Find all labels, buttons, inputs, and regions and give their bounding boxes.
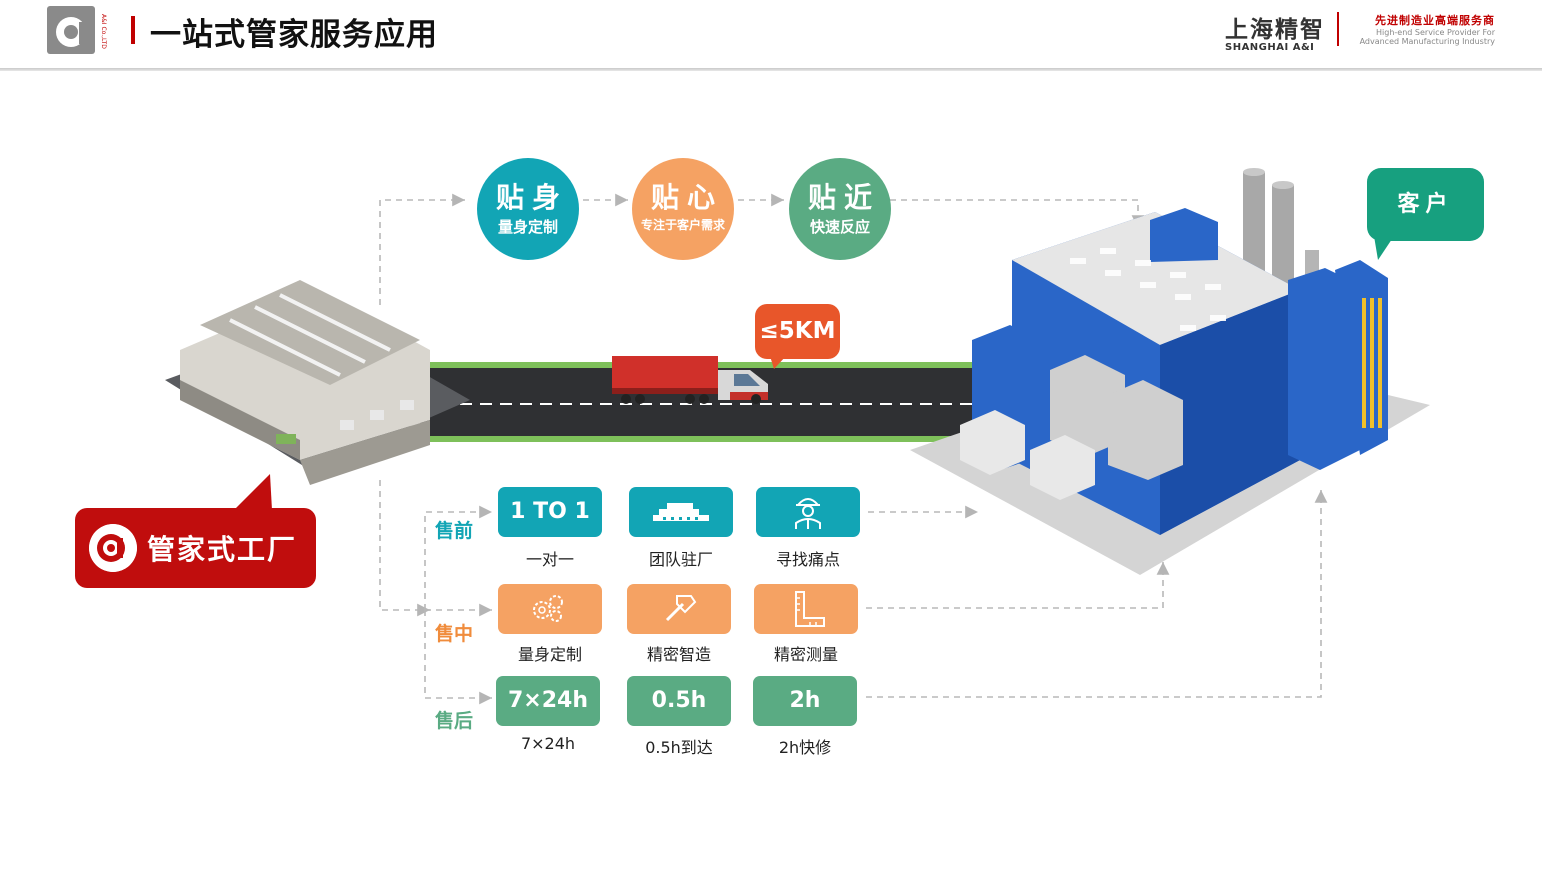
tile-team-onsite-label: 团队驻厂	[648, 550, 713, 569]
distance-callout: ≤5KM	[755, 304, 840, 359]
hammer-icon	[665, 595, 697, 622]
customer-callout: 客户	[1367, 168, 1484, 241]
tile-precision-measurement-label: 精密测量	[773, 645, 838, 664]
brand-block: 上海精智 SHANGHAI A&I	[1225, 10, 1325, 53]
tile-one-to-one-text: 1 TO 1	[510, 499, 590, 524]
logo-side-text: A&I Co.,LTD	[100, 14, 107, 49]
tile-precision-manufacturing	[627, 584, 731, 634]
circle-tiexin-title: 贴心	[650, 181, 723, 214]
tile-one-to-one: 1 TO 1	[498, 487, 602, 537]
factory-illustration	[910, 168, 1430, 575]
brand-tagline: 先进制造业高端服务商 High-end Service Provider For…	[1350, 12, 1495, 46]
circle-tiejin: 贴近 快速反应	[789, 158, 891, 260]
circle-tiesheng: 贴身 量身定制	[477, 158, 579, 260]
brand-tagline-en-1: High-end Service Provider For	[1376, 28, 1495, 37]
tile-7x24h-text: 7×24h	[507, 688, 589, 713]
customer-callout-tail	[1374, 236, 1394, 260]
brand-name-cn: 上海精智	[1225, 17, 1325, 43]
warehouse-illustration	[165, 280, 470, 485]
tile-half-hour-label: 0.5h到达	[645, 738, 713, 757]
circle-tiesheng-title: 贴身	[495, 181, 568, 214]
tile-one-to-one-label: 一对一	[525, 550, 574, 569]
tile-team-onsite	[629, 487, 733, 537]
tile-two-hour-text: 2h	[789, 688, 821, 713]
brand-divider	[1337, 12, 1339, 46]
circle-tiexin-subtitle: 专注于客户需求	[640, 218, 725, 232]
factory-callout-label: 管家式工厂	[147, 533, 298, 566]
tile-precision-manufacturing-label: 精密智造	[646, 645, 711, 664]
phase-in-sale: 售中	[435, 623, 474, 645]
tile-half-hour: 0.5h	[627, 676, 731, 726]
worker-icon	[795, 498, 821, 529]
tile-custom-made	[498, 584, 602, 634]
company-logo: A&I Co.,LTD	[47, 6, 107, 54]
building-icon	[653, 503, 709, 521]
truck-icon	[612, 356, 768, 404]
page-title: 一站式管家服务应用	[150, 17, 438, 53]
gears-icon	[533, 595, 563, 622]
header-divider	[0, 68, 1542, 71]
factory-callout-tail	[234, 474, 272, 510]
brand-name-en: SHANGHAI A&I	[1225, 42, 1315, 53]
tile-find-pain-points	[756, 487, 860, 537]
phase-after-sale: 售后	[435, 710, 474, 732]
tile-half-hour-text: 0.5h	[651, 688, 707, 713]
brand-tagline-en-2: Advanced Manufacturing Industry	[1359, 37, 1495, 46]
distance-callout-tail	[770, 356, 786, 369]
factory-callout: 管家式工厂	[75, 508, 316, 588]
tile-precision-measurement	[754, 584, 858, 634]
tile-7x24h-label: 7×24h	[520, 734, 576, 753]
title-accent-bar	[131, 16, 135, 44]
tile-custom-made-label: 量身定制	[517, 645, 582, 664]
circle-tiesheng-subtitle: 量身定制	[497, 218, 558, 236]
tile-7x24h: 7×24h	[496, 676, 600, 726]
tile-two-hour-label: 2h快修	[778, 738, 832, 757]
ruler-icon	[795, 591, 825, 627]
circle-tiejin-subtitle: 快速反应	[809, 218, 870, 236]
circle-tiexin: 贴心 专注于客户需求	[632, 158, 734, 260]
page-header: A&I Co.,LTD 一站式管家服务应用 上海精智 SHANGHAI A&I …	[0, 0, 1542, 71]
tile-two-hour: 2h	[753, 676, 857, 726]
phase-pre-sale: 售前	[435, 520, 474, 542]
brand-tagline-cn: 先进制造业高端服务商	[1375, 14, 1495, 27]
factory-logo-icon	[89, 524, 137, 572]
circle-tiejin-title: 贴近	[807, 181, 880, 214]
tile-find-pain-points-label: 寻找痛点	[775, 550, 840, 569]
